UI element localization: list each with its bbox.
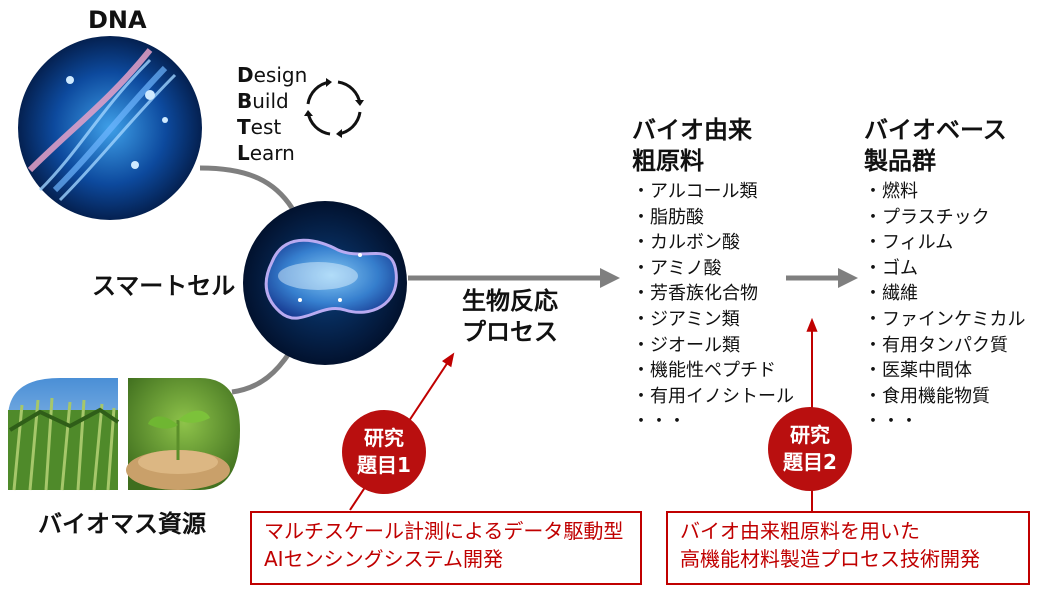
dbtl-design: Design	[237, 63, 308, 87]
dna-to-cell-connector	[199, 165, 295, 210]
cycle-icon	[304, 78, 364, 138]
list-item: ・芳香族化合物	[632, 283, 758, 305]
research-task-2-box: バイオ由来粗原料を用いた 高機能材料製造プロセス技術開発	[666, 511, 1030, 585]
raw-materials-column: バイオ由来 粗原料 ・アルコール類 ・脂肪酸 ・カルボン酸 ・アミノ酸 ・芳香族…	[632, 115, 794, 435]
list-item: ・食用機能物質	[864, 385, 990, 407]
research-task-1-box: マルチスケール計測によるデータ駆動型 AIセンシングシステム開発	[250, 511, 642, 585]
list-item: ・アミノ酸	[632, 257, 722, 279]
dbtl-list: Design Build Test Learn	[237, 62, 307, 166]
list-item: ・ゴム	[864, 257, 918, 279]
raw-materials-title: バイオ由来 粗原料	[632, 116, 752, 175]
list-item: ・機能性ペプチド	[632, 360, 776, 382]
products-column: バイオベース 製品群 ・燃料 ・プラスチック ・フィルム ・ゴム ・繊維 ・ファ…	[864, 115, 1025, 435]
bioprocess-label: 生物反応 プロセス	[462, 287, 558, 346]
list-item: ・燃料	[864, 181, 918, 202]
dbtl-learn: Learn	[237, 141, 295, 165]
list-item: ・アルコール類	[632, 181, 758, 202]
biomass-label: バイオマス資源	[38, 510, 206, 538]
dna-label: DNA	[88, 6, 147, 34]
list-item: ・ファインケミカル	[864, 308, 1026, 330]
smart-cell-label: スマートセル	[92, 272, 236, 300]
products-list: ・燃料 ・プラスチック ・フィルム ・ゴム ・繊維 ・ファインケミカル ・有用タ…	[864, 179, 1025, 435]
sugarcane-image	[8, 378, 120, 491]
list-item: ・フィルム	[864, 232, 954, 254]
research-badge-2: 研究 題目2	[768, 407, 852, 491]
list-item: ・カルボン酸	[632, 232, 740, 254]
dna-image	[18, 36, 202, 220]
raw-materials-list: ・アルコール類 ・脂肪酸 ・カルボン酸 ・アミノ酸 ・芳香族化合物 ・ジアミン類…	[632, 179, 794, 435]
list-item: ・脂肪酸	[632, 206, 704, 228]
list-item: ・繊維	[864, 283, 918, 305]
list-item: ・・・	[632, 411, 686, 433]
dbtl-build: Build	[237, 89, 289, 113]
products-title: バイオベース 製品群	[864, 116, 1007, 175]
list-item: ・プラスチック	[864, 206, 990, 228]
research-badge-1: 研究 題目1	[342, 410, 426, 494]
dbtl-test: Test	[237, 115, 282, 139]
list-item: ・有用タンパク質	[864, 334, 1008, 356]
smart-cell-image	[243, 201, 407, 365]
biomass-pellet-image	[126, 378, 240, 490]
list-item: ・有用イノシトール	[632, 385, 794, 407]
list-item: ・ジアミン類	[632, 308, 740, 330]
biomass-to-cell-connector	[231, 350, 293, 395]
list-item: ・ジオール類	[632, 334, 740, 356]
list-item: ・医薬中間体	[864, 360, 972, 382]
list-item: ・・・	[864, 411, 918, 433]
